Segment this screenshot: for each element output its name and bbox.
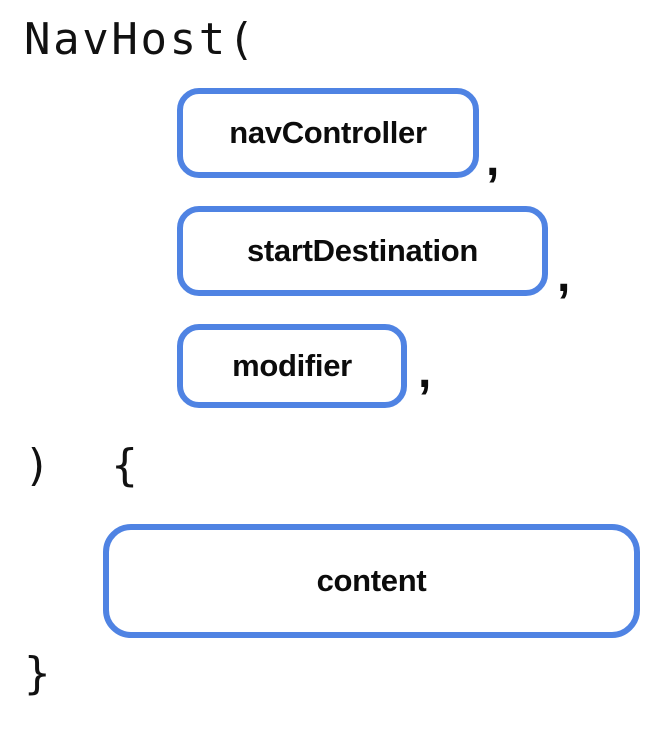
param-pill-startdestination[interactable]: startDestination bbox=[177, 206, 548, 296]
param-pill-modifier[interactable]: modifier bbox=[177, 324, 407, 408]
comma-after-navcontroller: , bbox=[486, 133, 500, 186]
param-label-content: content bbox=[316, 563, 427, 598]
param-label-startdestination: startDestination bbox=[246, 233, 479, 268]
param-label-modifier: modifier bbox=[232, 348, 352, 383]
param-pill-navcontroller[interactable]: navController bbox=[177, 88, 479, 178]
code-line-navhost-open: NavHost( bbox=[24, 14, 258, 65]
code-line-close-brace: } bbox=[24, 648, 54, 699]
comma-after-modifier: , bbox=[418, 345, 432, 398]
param-label-navcontroller: navController bbox=[229, 115, 427, 150]
comma-after-startdestination: , bbox=[557, 249, 571, 302]
code-line-close-paren-open-brace: ) { bbox=[24, 440, 141, 491]
param-pill-content[interactable]: content bbox=[103, 524, 640, 638]
